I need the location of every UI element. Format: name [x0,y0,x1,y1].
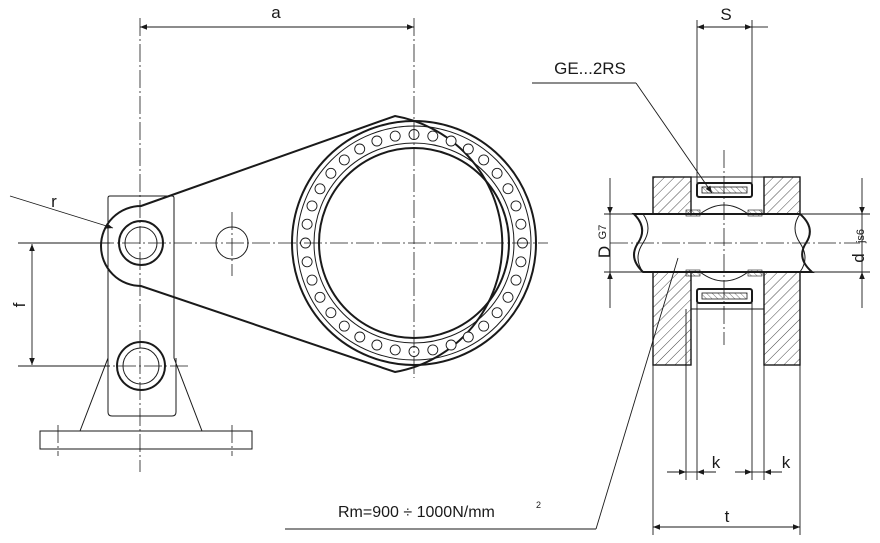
ring-balls [300,129,528,357]
section-view: S [532,5,870,535]
dim-r-label: r [51,192,57,211]
material-spec-exponent: 2 [536,500,541,510]
dim-D-label: D [595,246,614,258]
housing-left-upper [652,176,692,215]
ring-ball [314,183,326,195]
ring-ball [502,183,514,195]
ring-ball [354,331,366,343]
ring-ball [301,256,313,268]
ring-ball [510,274,522,286]
dim-f-label: f [10,302,29,307]
dim-a-label: a [271,3,281,22]
dim-t-label: t [725,507,730,526]
housing-left-lower [652,271,692,366]
ring-ball [389,344,401,356]
ring-ball [491,167,503,179]
ring-ball [462,331,474,343]
ring-ball [515,256,527,268]
ring-ball [325,167,337,179]
dim-D-tolerance: G7 [597,225,609,240]
ring-ball [354,143,366,155]
housing-right-lower [763,271,801,366]
material-spec: Rm=900 ÷ 1000N/mm [338,504,495,521]
dim-k-left-label: k [712,453,721,472]
ring-ball [338,320,350,332]
ring-ball [301,218,313,230]
base-plate [39,430,253,450]
ring-ball [389,130,401,142]
ring-ball [445,339,457,351]
ring-ball [510,200,522,212]
ring-ball [371,339,383,351]
housing-right-upper [763,176,801,215]
bearing-callout: GE...2RS [554,59,626,78]
ring-ball [478,154,490,166]
dim-S-label: S [720,5,731,24]
ring-ball [338,154,350,166]
ring-ball [462,143,474,155]
shaft [631,213,815,273]
ring-ball [491,307,503,319]
pedestal-body [79,195,203,432]
ring-ball [314,291,326,303]
dim-d-label: d [849,253,868,262]
ring-ball [515,218,527,230]
ring-ball [325,307,337,319]
ring-ball [306,274,318,286]
dim-d-tolerance: js6 [855,229,867,244]
front-view: a f r [9,3,548,472]
ring-ball [445,135,457,147]
ring-ball [478,320,490,332]
dim-k-right-label: k [782,453,791,472]
material-callout: Rm=900 ÷ 1000N/mm 2 [285,257,679,530]
ring-ball [502,291,514,303]
ring-ball [306,200,318,212]
ring-ball [427,344,439,356]
ring-ball [427,130,439,142]
ring-ball [371,135,383,147]
